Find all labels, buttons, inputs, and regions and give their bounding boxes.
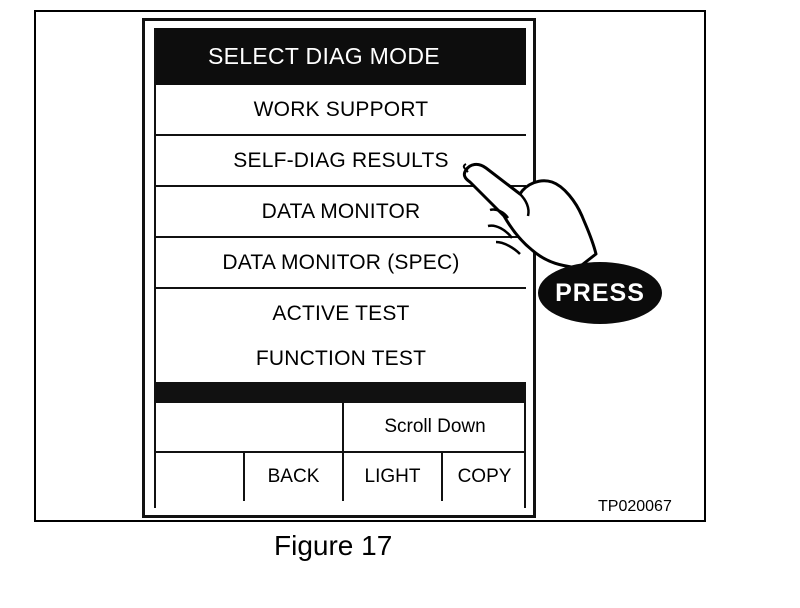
button-row-top: Scroll Down	[156, 403, 526, 453]
blank-button-top-left	[156, 403, 342, 451]
light-button[interactable]: LIGHT	[342, 453, 441, 501]
pointing-hand-icon	[462, 162, 598, 270]
figure-code: TP020067	[598, 498, 672, 515]
separator-bar	[156, 383, 526, 403]
menu-item-data-monitor-spec[interactable]: DATA MONITOR (SPEC)	[156, 238, 526, 289]
blank-button-bottom-left	[156, 453, 243, 501]
menu-item-function-test[interactable]: FUNCTION TEST	[156, 336, 526, 384]
menu-item-data-monitor[interactable]: DATA MONITOR	[156, 187, 526, 238]
scroll-down-button[interactable]: Scroll Down	[342, 403, 526, 451]
screen-title: SELECT DIAG MODE	[156, 28, 526, 85]
menu-item-work-support[interactable]: WORK SUPPORT	[156, 85, 526, 136]
menu-item-active-test[interactable]: ACTIVE TEST	[156, 289, 526, 340]
press-callout: PRESS	[538, 262, 662, 324]
copy-button[interactable]: COPY	[441, 453, 526, 501]
figure-caption: Figure 17	[274, 530, 393, 561]
figure-frame	[34, 10, 706, 522]
button-row-bottom: BACK LIGHT COPY	[156, 453, 526, 503]
back-button[interactable]: BACK	[243, 453, 342, 501]
